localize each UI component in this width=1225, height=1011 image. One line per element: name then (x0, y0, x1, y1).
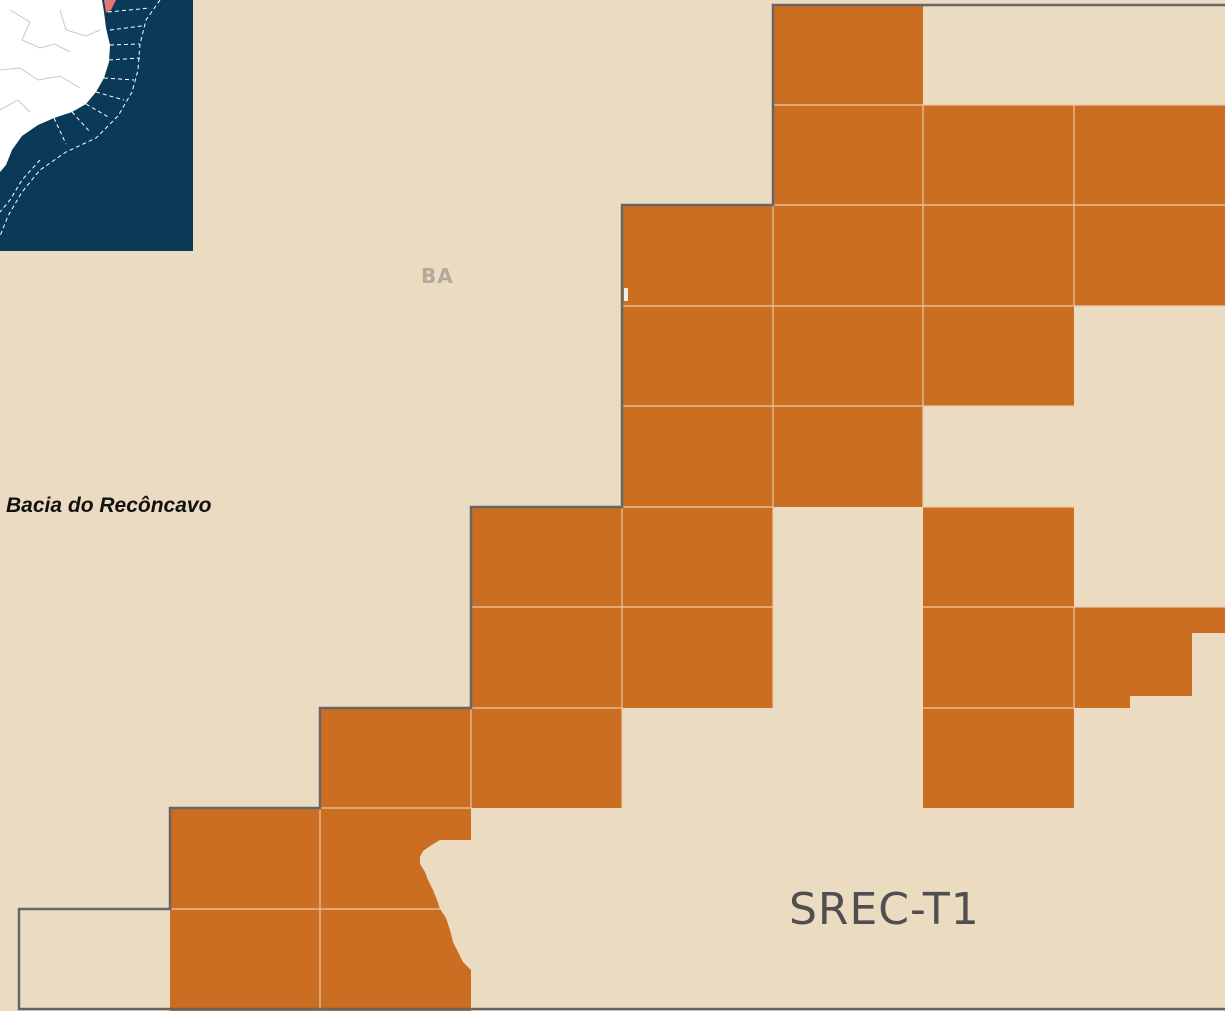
exploration-blocks (170, 5, 1225, 1011)
block[interactable] (773, 406, 923, 507)
inset-locator-map (0, 0, 193, 251)
boundary-marker (624, 288, 628, 301)
basin-label: Bacia do Recôncavo (6, 494, 212, 517)
block[interactable] (773, 105, 923, 205)
sector-label: SREC-T1 (789, 884, 980, 935)
block[interactable] (622, 607, 773, 708)
block[interactable] (1074, 205, 1225, 306)
block[interactable] (471, 708, 622, 808)
inset-state-borders (0, 9, 101, 113)
block[interactable] (773, 205, 923, 306)
sector-outline (17, 3, 1225, 1011)
block[interactable] (1074, 105, 1225, 205)
block[interactable] (923, 607, 1074, 708)
inset-land (0, 0, 110, 172)
block[interactable] (923, 205, 1074, 306)
block[interactable] (622, 507, 773, 607)
block-partial[interactable] (320, 808, 471, 909)
block[interactable] (170, 909, 320, 1011)
block[interactable] (773, 5, 923, 105)
state-label: BA (421, 264, 454, 288)
block[interactable] (622, 205, 773, 306)
block[interactable] (471, 607, 622, 708)
block[interactable] (923, 507, 1074, 607)
block[interactable] (773, 306, 923, 406)
block[interactable] (622, 306, 773, 406)
inset-highlight-area (104, 0, 116, 13)
block[interactable] (471, 507, 622, 607)
block[interactable] (622, 406, 773, 507)
block-partial[interactable] (320, 909, 471, 1011)
block[interactable] (923, 708, 1074, 808)
inset-offshore-sectors (0, 0, 161, 237)
block[interactable] (170, 808, 320, 909)
block[interactable] (923, 306, 1074, 406)
block[interactable] (923, 105, 1074, 205)
block-partial[interactable] (1074, 607, 1225, 708)
block[interactable] (320, 708, 471, 808)
